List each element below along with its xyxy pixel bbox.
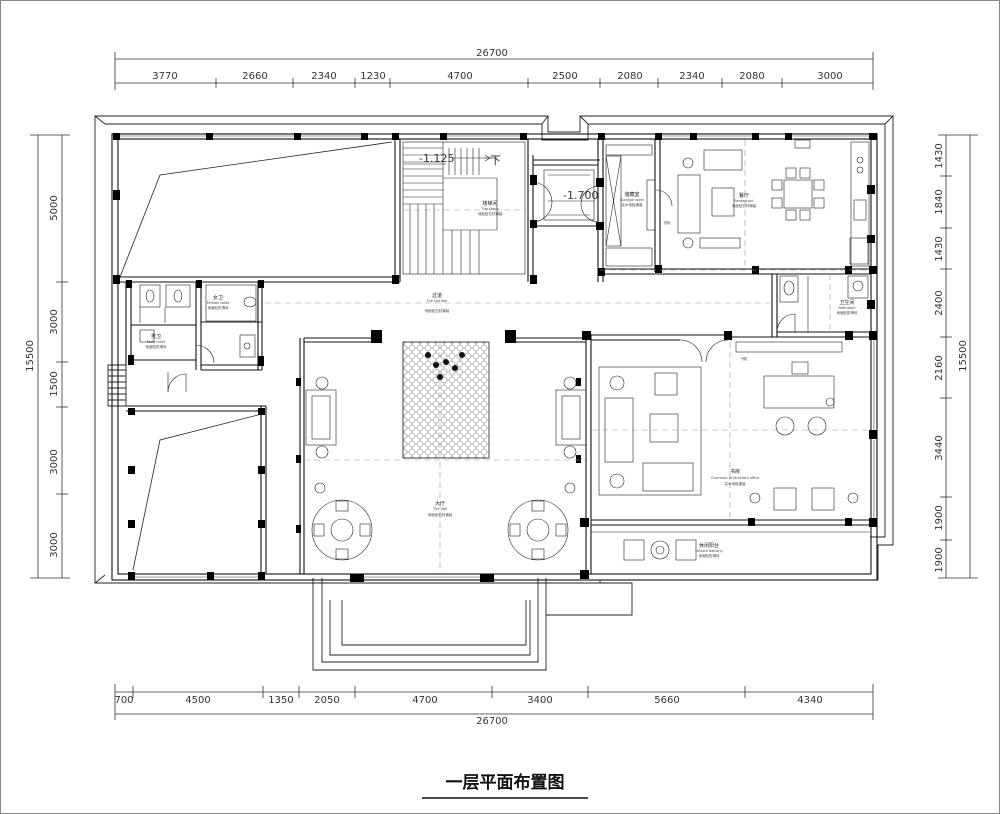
bottom-dim-7: 5660 bbox=[654, 695, 679, 706]
room-hall-note: 地面贴石材铺装 bbox=[428, 512, 453, 517]
bottom-dim-5: 4700 bbox=[412, 695, 437, 706]
bottom-dim-2: 4500 bbox=[185, 695, 210, 706]
room-storage-en: Storage room bbox=[620, 198, 644, 202]
top-dimensions bbox=[114, 52, 874, 90]
room-balcony-en: Leisure balcony bbox=[695, 549, 722, 553]
hall-furniture bbox=[305, 376, 587, 561]
balcony-furniture bbox=[591, 531, 870, 561]
office-furniture bbox=[598, 339, 859, 511]
room-corridor-note: 地面贴石材铺装 bbox=[425, 308, 450, 313]
right-dim-6: 3440 bbox=[934, 435, 945, 460]
top-dim-3: 2340 bbox=[311, 71, 336, 82]
right-dim-7: 1900 bbox=[934, 505, 945, 530]
room-stairs-zh: 楼梯间 bbox=[482, 200, 497, 207]
room-balcony-note: 地面贴防滑砖 bbox=[699, 553, 720, 558]
left-dim-3: 1500 bbox=[49, 371, 60, 396]
room-balcony-zh: 休闲阳台 bbox=[699, 542, 719, 549]
columns bbox=[113, 133, 877, 582]
room-office-zh: 书房 bbox=[730, 468, 740, 475]
room-storage-zh: 储藏室 bbox=[624, 191, 639, 198]
bathroom-fixtures bbox=[776, 275, 869, 333]
bottom-dim-6: 3400 bbox=[527, 695, 552, 706]
door-swings bbox=[167, 181, 673, 392]
top-dim-6: 2500 bbox=[552, 71, 577, 82]
bottom-dim-4: 2050 bbox=[314, 695, 339, 706]
top-total-dim: 26700 bbox=[476, 48, 508, 59]
void-markers bbox=[119, 141, 393, 571]
storage-fixtures bbox=[605, 144, 656, 267]
room-storage-note: 实木地板铺装 bbox=[622, 202, 643, 207]
bottom-dim-1: 700 bbox=[114, 695, 133, 706]
room-bathroom-en: Bathroom bbox=[838, 306, 856, 310]
room-restaurant-zh: 餐厅 bbox=[739, 192, 749, 199]
room-bathroom-zh: 卫生间 bbox=[839, 299, 854, 306]
top-dim-4: 1230 bbox=[360, 71, 385, 82]
toilet-fixtures bbox=[139, 284, 257, 393]
room-bathroom-note: 地面贴防滑砖 bbox=[837, 310, 858, 315]
top-dim-8: 2340 bbox=[679, 71, 704, 82]
right-dimensions bbox=[938, 134, 978, 579]
bottom-dim-8: 4340 bbox=[797, 695, 822, 706]
room-office-note: 实木地板铺装 bbox=[725, 481, 746, 486]
room-male-toilet-zh: 男卫 bbox=[151, 334, 161, 340]
level-stairs: -1.125 bbox=[419, 152, 454, 165]
left-dim-4: 3000 bbox=[49, 449, 60, 474]
walls bbox=[111, 133, 878, 581]
top-dim-5: 4700 bbox=[447, 71, 472, 82]
building-outline bbox=[94, 115, 894, 671]
bookcase-label: 书柜 bbox=[741, 356, 749, 361]
room-male-toilet-en: Male toilet bbox=[147, 340, 166, 344]
left-dim-5: 3000 bbox=[49, 532, 60, 557]
room-hall-en: The hall bbox=[432, 507, 447, 511]
restaurant-furniture bbox=[677, 139, 870, 267]
left-total-dim: 15500 bbox=[25, 340, 36, 372]
left-dim-1: 5000 bbox=[49, 195, 60, 220]
level-lower-room: -1.700 bbox=[563, 189, 598, 202]
windows bbox=[120, 135, 875, 578]
room-labels: 楼梯间 The stairs 地面贴石材铺装 储藏室 Storage room … bbox=[146, 191, 858, 558]
room-female-toilet-zh: 女卫 bbox=[213, 294, 223, 301]
room-office-en: Chairman of directors office bbox=[711, 476, 760, 480]
right-dim-8: 1900 bbox=[934, 547, 945, 572]
top-dim-2: 2660 bbox=[242, 71, 267, 82]
bottom-total-dim: 26700 bbox=[476, 716, 508, 727]
room-stairs-en: The stairs bbox=[480, 207, 498, 211]
bottom-dim-3: 1350 bbox=[268, 695, 293, 706]
left-dimensions bbox=[30, 134, 70, 579]
room-female-toilet-en: Female toilet bbox=[207, 301, 230, 305]
room-restaurant-note: 地面贴石材铺装 bbox=[732, 203, 757, 208]
stair-down-mark: 下 bbox=[490, 154, 501, 167]
top-dim-9: 2080 bbox=[739, 71, 764, 82]
room-restaurant-en: Restaurant bbox=[734, 199, 754, 203]
room-stairs-note: 地面贴石材铺装 bbox=[478, 211, 503, 216]
right-dim-3: 1430 bbox=[934, 236, 945, 261]
top-dim-1: 3770 bbox=[152, 71, 177, 82]
hall-lights bbox=[425, 352, 465, 380]
room-female-toilet-note: 地面贴防滑砖 bbox=[208, 305, 229, 310]
bottom-dimensions bbox=[114, 684, 874, 720]
lower-room bbox=[543, 169, 595, 221]
room-corridor-zh: 过道 bbox=[432, 292, 442, 299]
right-total-dim: 15500 bbox=[958, 340, 969, 372]
left-dim-2: 3000 bbox=[49, 309, 60, 334]
room-male-toilet-note: 地面贴防滑砖 bbox=[146, 344, 167, 349]
room-hall-zh: 大厅 bbox=[435, 500, 445, 507]
top-dim-10: 3000 bbox=[817, 71, 842, 82]
right-dim-5: 2160 bbox=[934, 355, 945, 380]
drawing-title: 一层平面布置图 bbox=[446, 772, 565, 793]
stairs bbox=[402, 141, 526, 275]
top-dim-7: 2080 bbox=[617, 71, 642, 82]
right-dim-1: 1430 bbox=[934, 143, 945, 168]
cabinet-label: 衣柜 bbox=[664, 220, 672, 225]
right-dim-4: 2400 bbox=[934, 290, 945, 315]
room-corridor-en: The corridor bbox=[425, 299, 448, 303]
right-dim-2: 1840 bbox=[934, 189, 945, 214]
